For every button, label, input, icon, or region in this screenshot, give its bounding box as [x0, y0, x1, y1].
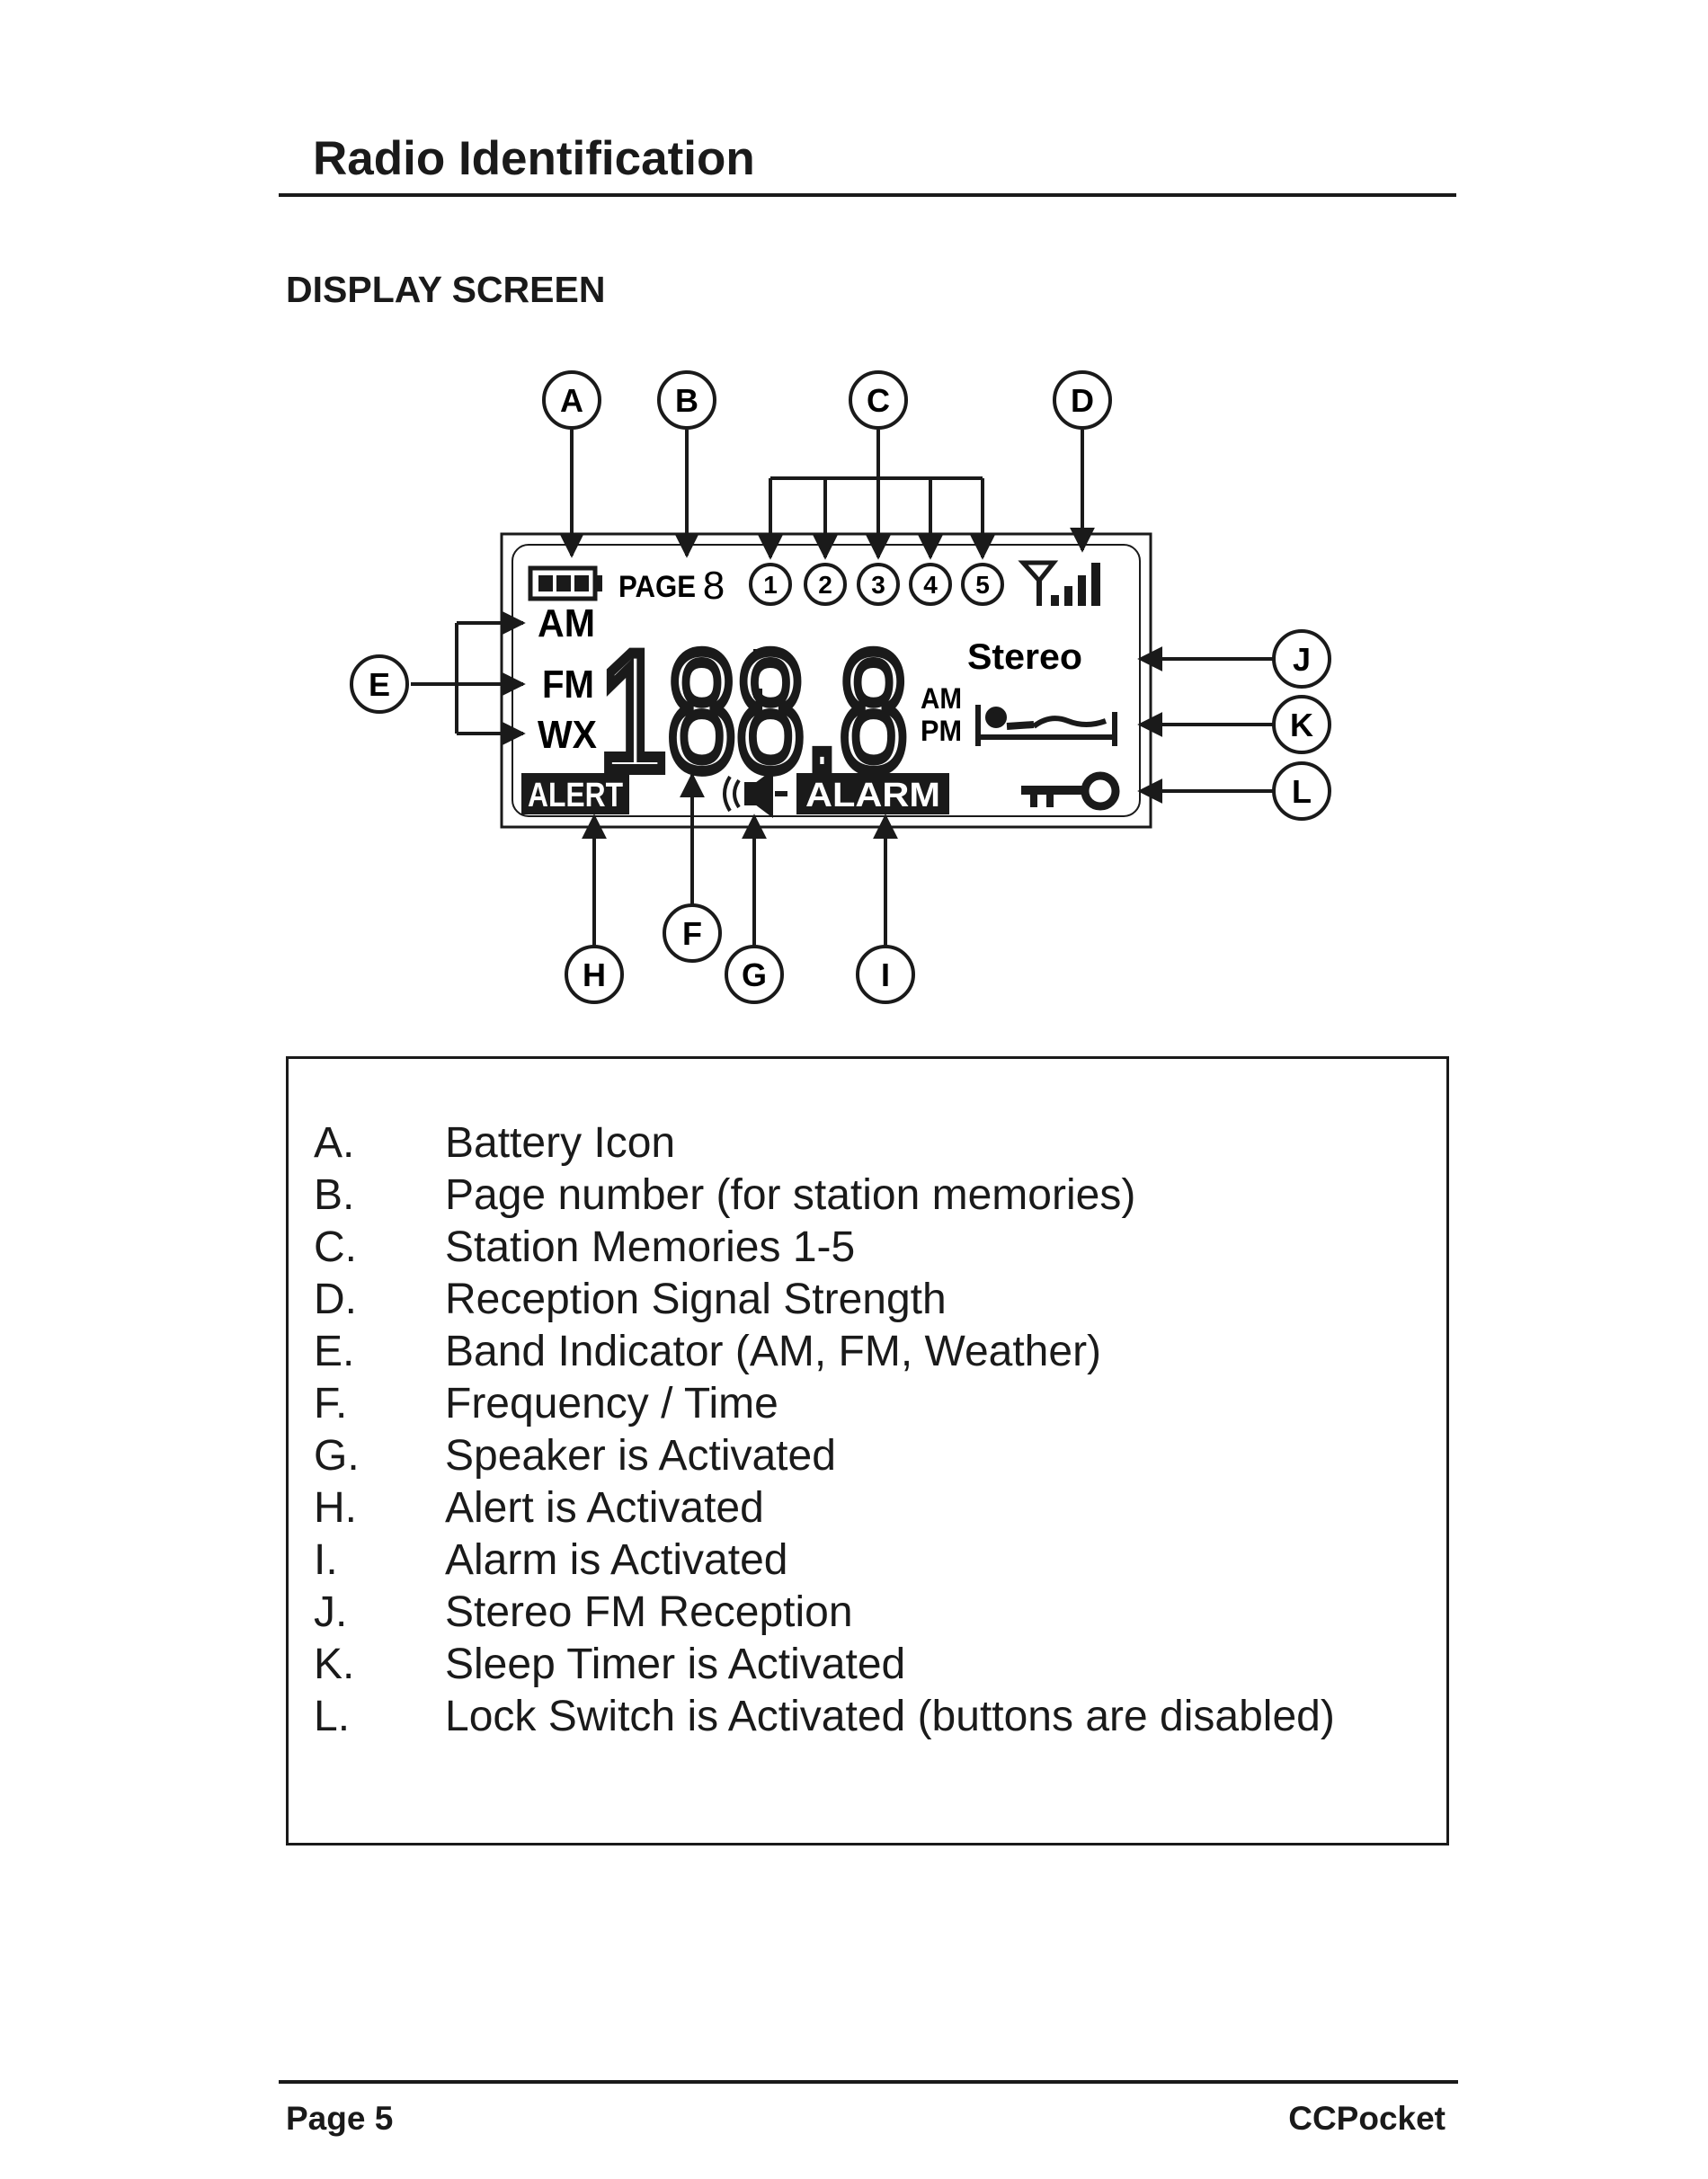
- legend-letter: G.: [314, 1432, 360, 1480]
- key-lock-icon: [1021, 771, 1120, 811]
- title-divider: [279, 193, 1456, 197]
- callout-G: G: [725, 945, 784, 1004]
- svg-text:E: E: [369, 666, 390, 703]
- memory-1: 1: [749, 563, 792, 606]
- band-am: AM: [538, 601, 595, 645]
- time-colon: [753, 649, 762, 698]
- callout-H: H: [565, 945, 624, 1004]
- svg-text:ALARM: ALARM: [805, 777, 940, 814]
- memory-2: 2: [804, 563, 847, 606]
- legend-letter: F.: [314, 1380, 348, 1427]
- alarm-indicator: ALARM: [796, 773, 949, 814]
- sleep-bed-icon: [975, 705, 1117, 746]
- svg-text:3: 3: [871, 571, 885, 599]
- memory-4: 4: [909, 563, 952, 606]
- footer-divider: [279, 2080, 1458, 2084]
- svg-text:5: 5: [975, 571, 990, 599]
- legend-box: A. Battery Icon B. Page number (for stat…: [286, 1056, 1449, 1845]
- svg-text:B: B: [675, 382, 698, 419]
- callout-labels: A B C D E F G H I J K L: [350, 370, 1331, 1004]
- ampm-pm: PM: [921, 715, 962, 747]
- legend-text: Reception Signal Strength: [445, 1276, 947, 1323]
- callout-B: B: [657, 370, 716, 430]
- svg-text:1: 1: [763, 571, 778, 599]
- legend-letter: A.: [314, 1119, 355, 1167]
- legend-letter: D.: [314, 1276, 357, 1323]
- legend-letter: L.: [314, 1693, 351, 1740]
- station-memory-indicators: 1 2 3 4 5: [749, 563, 1004, 606]
- page-title: Radio Identification: [313, 132, 755, 185]
- ampm-am: AM: [921, 682, 962, 715]
- callout-C: C: [849, 370, 908, 430]
- signal-strength-icon: [1018, 560, 1100, 606]
- svg-text:C: C: [867, 382, 890, 419]
- legend-text: Battery Icon: [445, 1119, 676, 1167]
- svg-text:K: K: [1290, 707, 1313, 743]
- legend-text: Alert is Activated: [445, 1484, 764, 1532]
- svg-text:L: L: [1292, 773, 1312, 810]
- callout-E: E: [350, 654, 409, 714]
- callout-arrows: [411, 430, 1277, 954]
- page-digit: 8: [703, 564, 725, 608]
- footer-page-number: Page 5: [286, 2100, 394, 2137]
- legend-letter: C.: [314, 1223, 357, 1271]
- legend-letter: E.: [314, 1328, 355, 1375]
- legend-letter: B.: [314, 1171, 355, 1219]
- battery-icon: [528, 565, 602, 601]
- legend-text: Page number (for station memories): [445, 1171, 1136, 1219]
- svg-text:H: H: [583, 956, 606, 993]
- section-heading: DISPLAY SCREEN: [286, 269, 606, 310]
- footer-brand: CCPocket: [1288, 2100, 1446, 2137]
- legend-text: Speaker is Activated: [445, 1432, 836, 1480]
- page-label: PAGE: [618, 570, 696, 604]
- band-indicators: AM FM WX: [538, 601, 597, 757]
- callout-I: I: [856, 945, 915, 1004]
- legend-letter: K.: [314, 1641, 355, 1688]
- svg-text:2: 2: [818, 571, 832, 599]
- legend-text: Lock Switch is Activated (buttons are di…: [445, 1693, 1335, 1740]
- svg-text:4: 4: [923, 571, 938, 599]
- legend-text: Sleep Timer is Activated: [445, 1641, 906, 1688]
- callout-A: A: [542, 370, 601, 430]
- legend-text: Station Memories 1-5: [445, 1223, 856, 1271]
- legend-letter: H.: [314, 1484, 357, 1532]
- callout-J: J: [1272, 629, 1331, 689]
- svg-text:F: F: [682, 915, 702, 952]
- legend-letter: J.: [314, 1588, 348, 1636]
- legend-letter: I.: [314, 1536, 338, 1584]
- band-wx: WX: [538, 713, 597, 757]
- legend-text: Alarm is Activated: [445, 1536, 788, 1584]
- legend-text: Frequency / Time: [445, 1380, 778, 1427]
- svg-text:I: I: [881, 956, 890, 993]
- alert-indicator: ALERT: [521, 773, 629, 814]
- svg-text:G: G: [742, 956, 767, 993]
- memory-5: 5: [961, 563, 1004, 606]
- svg-text:A: A: [560, 382, 583, 419]
- svg-text:ALERT: ALERT: [528, 777, 623, 814]
- legend-text: Band Indicator (AM, FM, Weather): [445, 1328, 1102, 1375]
- callout-K: K: [1272, 695, 1331, 754]
- band-fm: FM: [542, 663, 594, 707]
- svg-text:D: D: [1071, 382, 1094, 419]
- callout-D: D: [1053, 370, 1112, 430]
- display-screen-diagram: A B C D E F G H I J K L PAGE 8 1 2 3 4 5: [350, 370, 1331, 1004]
- legend-text: Stereo FM Reception: [445, 1588, 853, 1636]
- stereo-indicator: Stereo: [967, 637, 1082, 677]
- svg-text:J: J: [1293, 641, 1311, 678]
- callout-L: L: [1272, 761, 1331, 821]
- callout-F: F: [663, 903, 722, 963]
- memory-3: 3: [857, 563, 900, 606]
- speaker-icon: [723, 769, 787, 818]
